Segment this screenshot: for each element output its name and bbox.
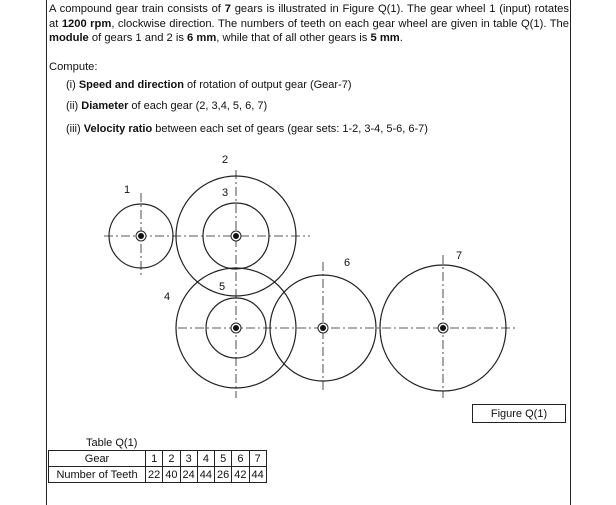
gear-number-cell: 3 xyxy=(179,450,198,467)
gear-count: 7 xyxy=(224,3,231,15)
item-number: (ii) xyxy=(66,100,82,112)
item-bold: Speed and direction xyxy=(78,79,184,91)
gear-number-cell: 2 xyxy=(162,450,181,467)
table-caption: Table Q(1) xyxy=(86,437,138,449)
item-number: (iii) xyxy=(66,123,84,135)
module-word: module xyxy=(49,32,89,45)
figure-caption: Figure Q(1) xyxy=(472,404,566,423)
row-label-gear: Gear xyxy=(48,450,146,467)
module-other-gears: 5 mm xyxy=(370,32,400,45)
table-row-teeth: Number of Teeth 22 40 24 44 26 42 44 xyxy=(48,466,267,483)
problem-text: A compound gear train consists of xyxy=(49,3,225,15)
problem-text: of gears 1 and 2 is xyxy=(88,32,188,45)
gear-label-7: 7 xyxy=(456,250,462,262)
item-number: (i) xyxy=(66,79,79,91)
gear-label-4: 4 xyxy=(164,291,170,303)
shaft-markers xyxy=(135,230,449,334)
problem-text: . xyxy=(399,32,403,45)
gear-number-cell: 1 xyxy=(144,450,164,467)
teeth-count-cell: 42 xyxy=(231,466,250,483)
frame-left-line xyxy=(46,0,47,505)
input-speed: 1200 rpm xyxy=(61,17,112,30)
gear-number-cell: 6 xyxy=(231,450,250,467)
item-bold: Velocity ratio xyxy=(83,123,153,135)
gear-label-5: 5 xyxy=(219,281,225,293)
teeth-count-cell: 26 xyxy=(213,466,233,483)
item-bold: Diameter xyxy=(81,100,129,112)
teeth-count-cell: 24 xyxy=(179,466,198,483)
gear-label-3: 3 xyxy=(222,187,228,199)
gear-label-2: 2 xyxy=(222,154,228,166)
gear-number-cell: 4 xyxy=(196,450,216,467)
teeth-count-cell: 44 xyxy=(196,466,216,483)
item-text: between each set of gears (gear sets: 1-… xyxy=(152,123,428,135)
problem-text: gears is illustrated in Figure Q(1). The… xyxy=(49,3,569,30)
row-label-teeth: Number of Teeth xyxy=(48,466,146,483)
compute-item-3: (iii) Velocity ratio between each set of… xyxy=(66,123,428,135)
problem-statement: A compound gear train consists of 7 gear… xyxy=(49,2,569,46)
gear-label-1: 1 xyxy=(124,184,130,196)
problem-text: , clockwise direction. The numbers of te… xyxy=(111,17,569,30)
teeth-count-cell: 44 xyxy=(248,466,267,483)
frame-right-line xyxy=(570,0,571,505)
teeth-table: Gear 1 2 3 4 5 6 7 Number of Teeth 22 40… xyxy=(48,450,267,483)
compute-item-1: (i) Speed and direction of rotation of o… xyxy=(66,79,352,91)
gear-number-cell: 7 xyxy=(248,450,267,467)
module-gears-1-2: 6 mm xyxy=(187,32,217,45)
teeth-count-cell: 22 xyxy=(144,466,164,483)
gear-label-6: 6 xyxy=(344,257,350,269)
problem-text: , while that of all other gears is xyxy=(216,32,371,45)
gear-number-cell: 5 xyxy=(213,450,233,467)
compute-label: Compute: xyxy=(49,61,98,73)
compute-item-2: (ii) Diameter of each gear (2, 3,4, 5, 6… xyxy=(66,100,267,112)
item-text: of rotation of output gear (Gear-7) xyxy=(183,79,352,91)
teeth-count-cell: 40 xyxy=(162,466,181,483)
table-row-gear: Gear 1 2 3 4 5 6 7 xyxy=(48,450,267,467)
item-text: of each gear (2, 3,4, 5, 6, 7) xyxy=(128,100,268,112)
